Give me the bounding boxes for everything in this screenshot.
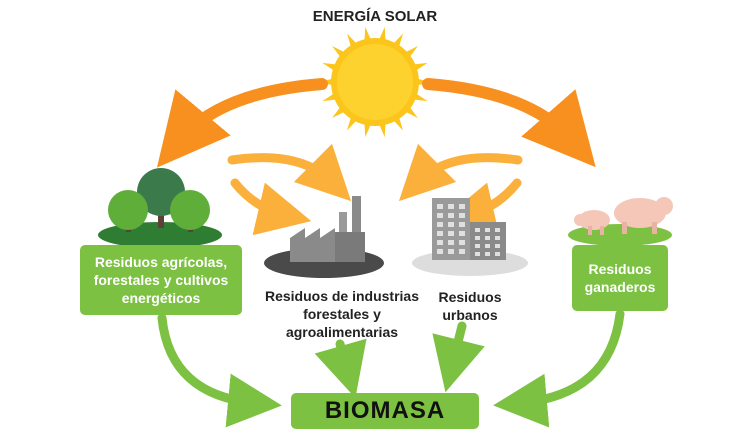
building-window [495, 252, 500, 256]
building-window [459, 249, 465, 254]
building-window [448, 240, 454, 245]
building-window [437, 240, 443, 245]
building-window [495, 236, 500, 240]
building-window [475, 228, 480, 232]
urban-line-2: urbanos [442, 307, 498, 323]
industrial-residues-label: Residuos de industrias forestales y agro… [252, 287, 432, 341]
building-window [485, 228, 490, 232]
building-window [459, 204, 465, 209]
arrow-industry-to-biomass [314, 338, 367, 398]
building-window [448, 249, 454, 254]
building-window [475, 236, 480, 240]
industrial-line-3: agroalimentarias [285, 324, 399, 340]
building-window [448, 213, 454, 218]
arrow-livestock-to-biomass [493, 309, 625, 428]
arrow-urban-to-biomass [432, 321, 485, 393]
building-window [459, 222, 465, 227]
buildings-icon [412, 198, 528, 276]
trees-icon [98, 168, 222, 248]
building-window [495, 228, 500, 232]
building-window [448, 204, 454, 209]
building-window [485, 252, 490, 256]
building-window [437, 222, 443, 227]
arrow-sun-to-industry-top [227, 143, 352, 202]
building-window [475, 252, 480, 256]
arrow-sun-to-industry-bottom [230, 178, 312, 236]
building-window [448, 231, 454, 236]
biomass-box: BIOMASA [291, 393, 479, 429]
arrow-agricultural-to-biomass [157, 313, 282, 428]
sun-icon [319, 26, 431, 138]
building-window [485, 244, 490, 248]
livestock-line-2: ganaderos [584, 279, 656, 295]
livestock-residues-box: Residuos ganaderos [572, 245, 668, 311]
livestock-line-1: Residuos [588, 261, 652, 277]
agricultural-line-3: energéticos [121, 290, 201, 306]
arrow-sun-to-agricultural [156, 78, 328, 168]
solar-energy-title: ENERGÍA SOLAR [312, 8, 438, 25]
arrow-sun-to-livestock [422, 78, 596, 168]
building-window [495, 244, 500, 248]
agricultural-line-1: Residuos agrícolas, [94, 254, 228, 270]
building-window [437, 231, 443, 236]
building-window [459, 240, 465, 245]
arrow-sun-to-urban-bottom [440, 178, 522, 236]
urban-residues-label: Residuos urbanos [420, 288, 520, 324]
agricultural-residues-box: Residuos agrícolas, forestales y cultivo… [80, 245, 242, 315]
industrial-line-2: forestales y [303, 306, 381, 322]
building-window [475, 244, 480, 248]
arrow-sun-to-urban-top [398, 143, 523, 202]
industrial-line-1: Residuos de industrias [264, 288, 420, 304]
building-window [448, 222, 454, 227]
factory-icon [264, 196, 384, 278]
pigs-icon [568, 197, 673, 246]
urban-line-1: Residuos [438, 289, 502, 305]
building-window [485, 236, 490, 240]
building-window [437, 213, 443, 218]
building-window [437, 249, 443, 254]
building-window [437, 204, 443, 209]
agricultural-line-2: forestales y cultivos [93, 272, 229, 288]
building-window [459, 213, 465, 218]
building-window [459, 231, 465, 236]
